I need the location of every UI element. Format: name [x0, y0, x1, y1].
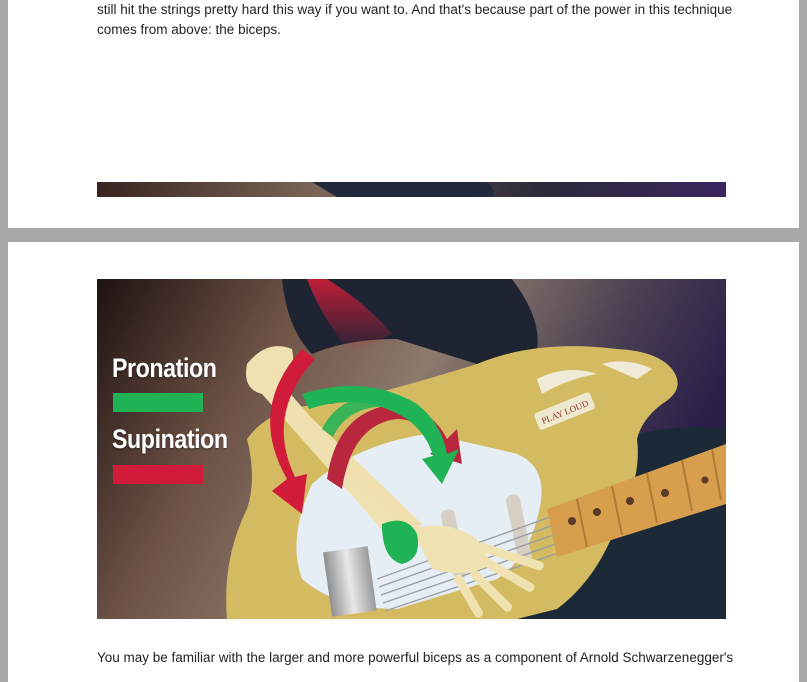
image-preview-strip: [97, 182, 726, 197]
document-page-1: still hit the strings pretty hard this w…: [8, 0, 799, 228]
document-page-2: PLAY LOUD Pronation Supination You may b…: [8, 242, 799, 682]
supination-label: Supination: [112, 424, 228, 454]
pronation-color-swatch: [113, 393, 203, 412]
paragraph-arnold-biceps: You may be familiar with the larger and …: [97, 650, 734, 665]
supination-color-swatch: [113, 465, 203, 484]
paragraph-biceps-power: still hit the strings pretty hard this w…: [97, 2, 733, 37]
pronation-supination-illustration: PLAY LOUD Pronation Supination: [97, 279, 726, 619]
pronation-label: Pronation: [112, 353, 217, 383]
